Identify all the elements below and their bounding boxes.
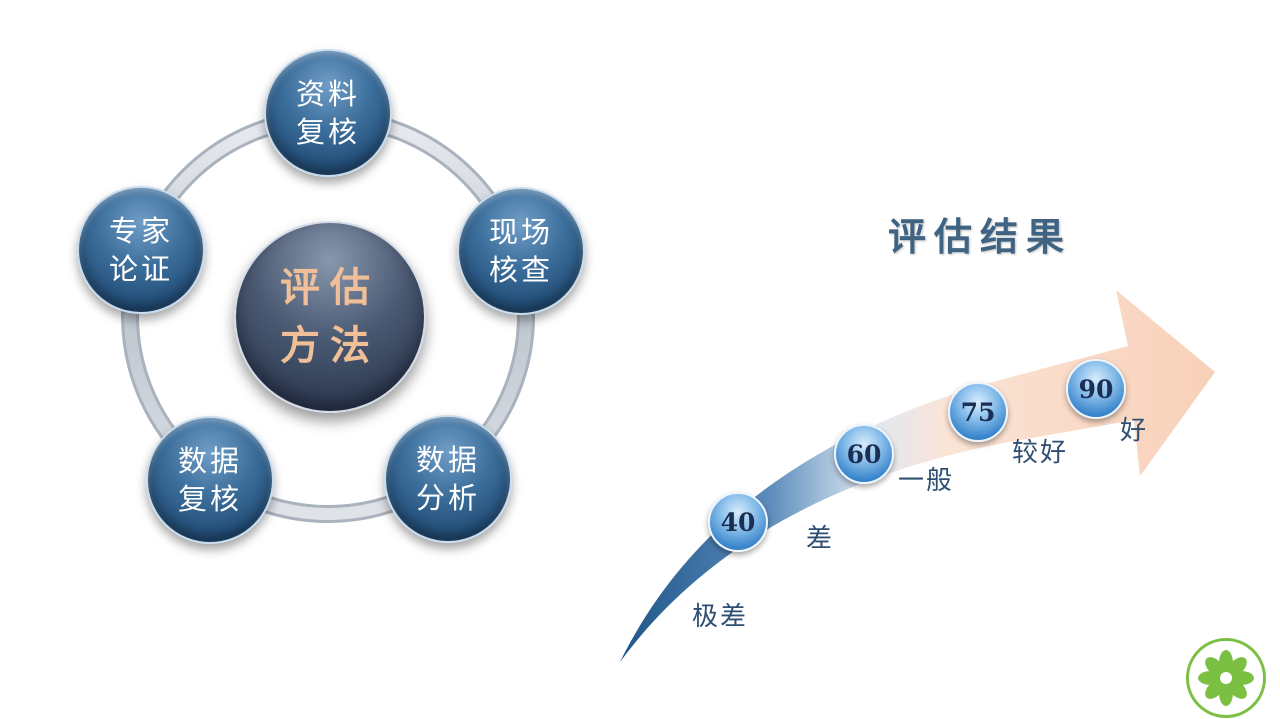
score-badge-40: 40 [708,492,768,552]
node-data-analysis: 数据 分析 [384,415,512,543]
node-label-line-2: 复核 [177,482,242,516]
score-badge-75: 75 [948,382,1008,442]
score-badge-90: 90 [1066,359,1126,419]
level-label-very-poor: 极差 [692,602,749,632]
node-site-inspection: 现场 核查 [457,187,585,315]
level-label-fairly-good: 较好 [1012,438,1069,468]
evaluation-method-center: 评估 方法 [234,221,426,413]
center-line-2: 方法 [280,322,380,369]
node-label-line-2: 论证 [108,252,173,286]
node-expert-review: 专家 论证 [77,186,205,314]
score-badge-60: 60 [834,424,894,484]
node-label-line-1: 数据 [415,443,480,477]
green-pinwheel-logo [1186,638,1266,718]
node-label-line-2: 分析 [415,481,480,515]
node-label-line-2: 核查 [488,253,553,287]
level-label-good: 好 [1120,416,1149,446]
node-data-review: 数据 复核 [146,416,274,544]
node-label-line-1: 资料 [295,77,360,111]
level-label-average: 一般 [898,466,955,496]
node-label-line-1: 现场 [488,215,553,249]
pinwheel-icon [1198,650,1254,706]
node-document-review: 资料 复核 [264,49,392,177]
node-label-line-1: 数据 [177,444,242,478]
node-label-line-1: 专家 [108,214,173,248]
results-title: 评估结果 [888,214,1073,259]
level-label-poor: 差 [806,524,835,554]
center-line-1: 评估 [280,264,380,311]
node-label-line-2: 复核 [295,115,360,149]
